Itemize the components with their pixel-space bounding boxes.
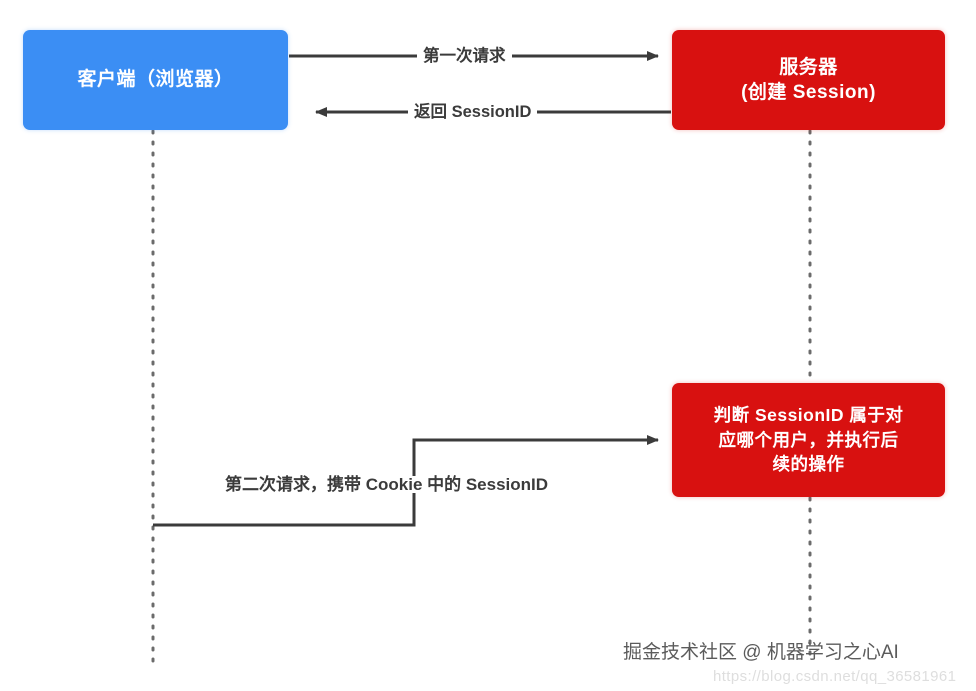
node-server-label: 服务器 (创建 Session) [741, 56, 876, 103]
edge-label-first-request: 第一次请求 [417, 48, 512, 65]
node-client-browser[interactable]: 客户端（浏览器） [23, 30, 288, 130]
node-client-label: 客户端（浏览器） [77, 69, 234, 91]
node-server-create-session[interactable]: 服务器 (创建 Session) [672, 30, 945, 130]
edge-label-return-sessionid: 返回 SessionID [408, 104, 538, 121]
watermark-url: https://blog.csdn.net/qq_36581961 [713, 668, 957, 685]
node-session-lookup-process[interactable]: 判断 SessionID 属于对 应哪个用户，并执行后 续的操作 [672, 383, 945, 497]
node-process-label: 判断 SessionID 属于对 应哪个用户，并执行后 续的操作 [713, 404, 904, 475]
edge-label-second-request: 第二次请求，携带 Cookie 中的 SessionID [219, 476, 555, 493]
watermark-text: 掘金技术社区 @ 机器学习之心AI [623, 642, 899, 663]
